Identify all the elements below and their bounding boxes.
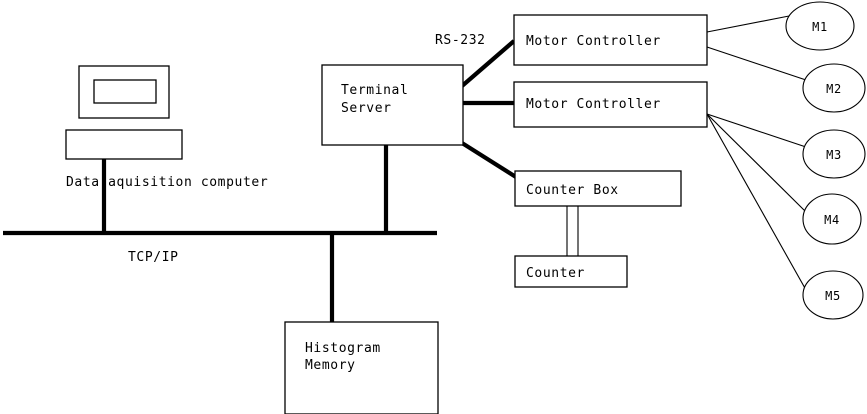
histogram-memory-label-line1: Histogram	[305, 341, 381, 356]
workstation-label: Data aquisition computer	[66, 175, 268, 190]
counter-box-box	[514, 170, 682, 207]
motor-node-m2	[802, 63, 866, 113]
motor-label-m4: M4	[824, 213, 840, 227]
motor-label-m1: M1	[812, 20, 828, 34]
terminal-server-label-line1: Terminal	[341, 83, 408, 98]
histogram-memory-label-line2: Memory	[305, 358, 356, 373]
terminal-server-label-line2: Server	[341, 101, 392, 116]
link-terminal-server-to-motor-controller-1	[460, 39, 516, 88]
motor-label-m2: M2	[826, 82, 842, 96]
monitor-screen	[93, 79, 157, 104]
histogram-memory-box	[284, 321, 439, 414]
counter-box-label: Counter Box	[526, 183, 619, 198]
link-motor-controller-2-to-m4	[706, 113, 807, 213]
motor-node-m5	[802, 270, 864, 320]
motor-label-m3: M3	[826, 148, 842, 162]
link-motor-controller-2-to-m5	[706, 113, 807, 291]
motor-controller-1-label: Motor Controller	[526, 34, 661, 49]
link-motor-controller-2-to-m3	[706, 113, 807, 148]
counter-box	[514, 255, 628, 288]
motor-controller-1-box	[513, 14, 708, 66]
motor-controller-2-label: Motor Controller	[526, 97, 661, 112]
tcpip-bus-label: TCP/IP	[128, 250, 179, 265]
motor-label-m5: M5	[825, 289, 841, 303]
motor-node-m3	[802, 129, 866, 179]
rs232-label: RS-232	[435, 33, 486, 48]
counter-label: Counter	[526, 266, 585, 281]
computer-chassis	[65, 129, 183, 160]
link-motor-controller-1-to-m1	[706, 15, 790, 33]
terminal-server-box	[321, 64, 464, 146]
link-motor-controller-1-to-m2	[706, 46, 807, 81]
motor-node-m1	[785, 1, 855, 51]
motor-controller-2-box	[513, 81, 708, 128]
motor-node-m4	[802, 193, 862, 245]
